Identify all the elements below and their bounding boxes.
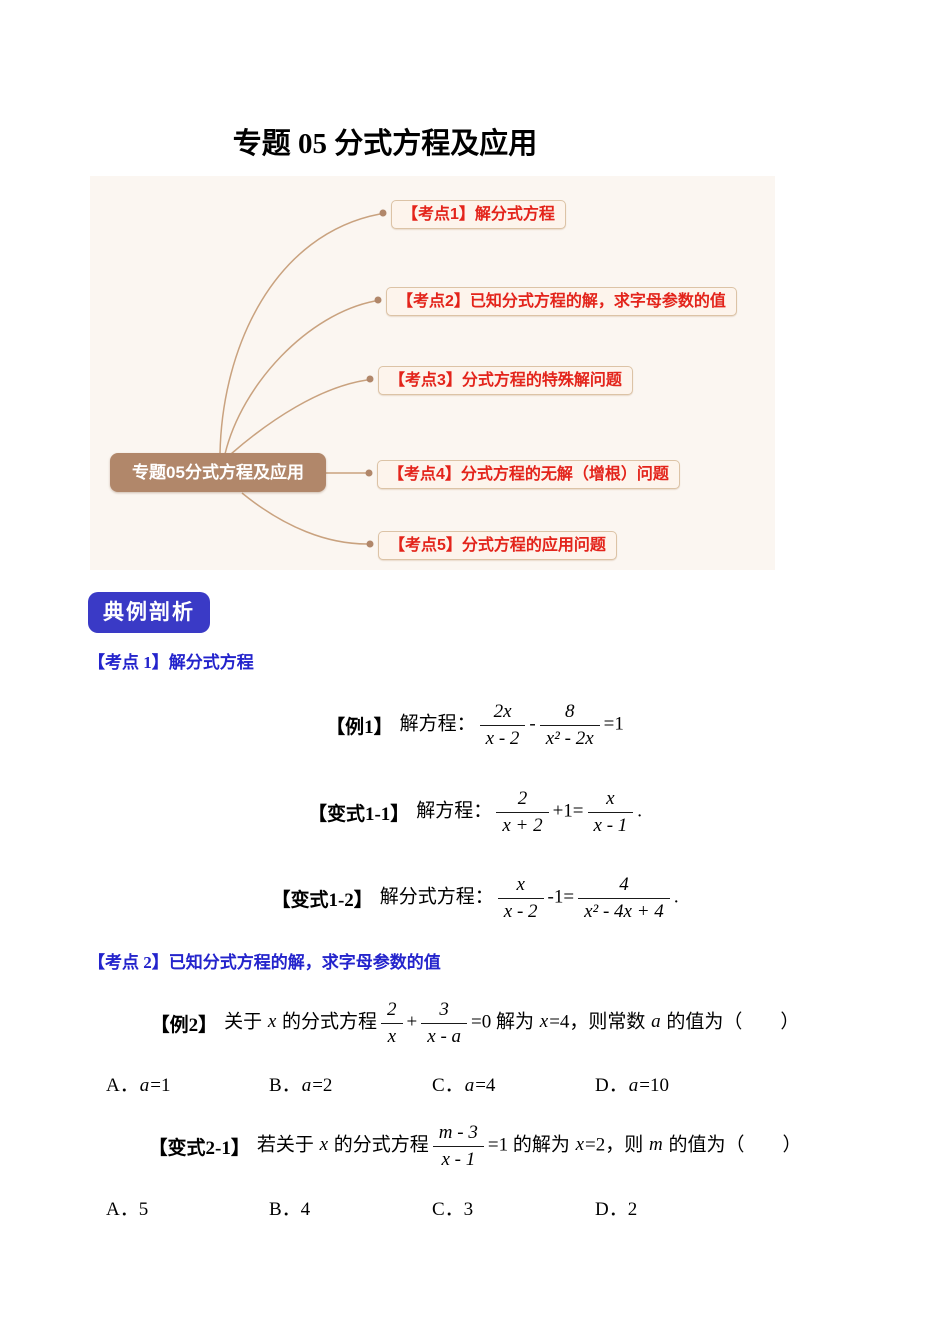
heading-kaodian1: 【考点 1】解分式方程	[88, 653, 254, 672]
section-badge: 典例剖析	[88, 592, 210, 633]
problem-label: 【变式2-1】	[148, 1137, 250, 1159]
option-b: B．4	[269, 1198, 311, 1220]
problem-label: 【变式1-2】	[271, 889, 373, 911]
mindmap-node-kaodian5: 【考点5】分式方程的应用问题	[378, 531, 617, 560]
problem-label: 【例2】	[150, 1014, 218, 1036]
connector-dot-1	[379, 209, 387, 217]
problem-label: 【例1】	[326, 716, 393, 738]
connector-line-5	[241, 492, 368, 545]
option-b: B．a=2	[269, 1074, 333, 1096]
connector-dot-4	[365, 469, 373, 477]
connector-dot-3	[366, 375, 374, 383]
mindmap-connectors	[219, 209, 387, 548]
mindmap: 专题05分式方程及应用 【考点1】解分式方程 【考点2】已知分式方程的解，求字母…	[90, 176, 775, 570]
connector-line-1	[219, 213, 381, 455]
connector-line-3	[230, 379, 368, 455]
mindmap-node-kaodian3: 【考点3】分式方程的特殊解问题	[378, 366, 633, 395]
mindmap-root-node: 专题05分式方程及应用	[110, 453, 326, 492]
option-c: C．a=4	[432, 1074, 496, 1096]
options-row-var2-1: A．5 B．4 C．3 D．2	[0, 1192, 950, 1222]
options-row-ex2: A．a=1 B．a=2 C．a=4 D．a=10	[0, 1068, 950, 1098]
mindmap-node-kaodian2: 【考点2】已知分式方程的解，求字母参数的值	[386, 287, 737, 316]
option-d: D．a=10	[595, 1074, 669, 1096]
connector-dot-5	[366, 540, 374, 548]
option-d: D．2	[595, 1198, 638, 1220]
page-title: 专题 05 分式方程及应用	[232, 128, 538, 160]
option-a: A．5	[106, 1198, 149, 1220]
connector-line-2	[224, 300, 376, 455]
connector-dot-2	[374, 296, 382, 304]
option-a: A．a=1	[106, 1074, 171, 1096]
mindmap-node-kaodian4: 【考点4】分式方程的无解（增根）问题	[377, 460, 680, 489]
mindmap-node-kaodian1: 【考点1】解分式方程	[391, 200, 566, 229]
heading-kaodian2: 【考点 2】已知分式方程的解，求字母参数的值	[88, 953, 441, 972]
problem-label: 【变式1-1】	[307, 803, 410, 825]
option-c: C．3	[432, 1198, 474, 1220]
